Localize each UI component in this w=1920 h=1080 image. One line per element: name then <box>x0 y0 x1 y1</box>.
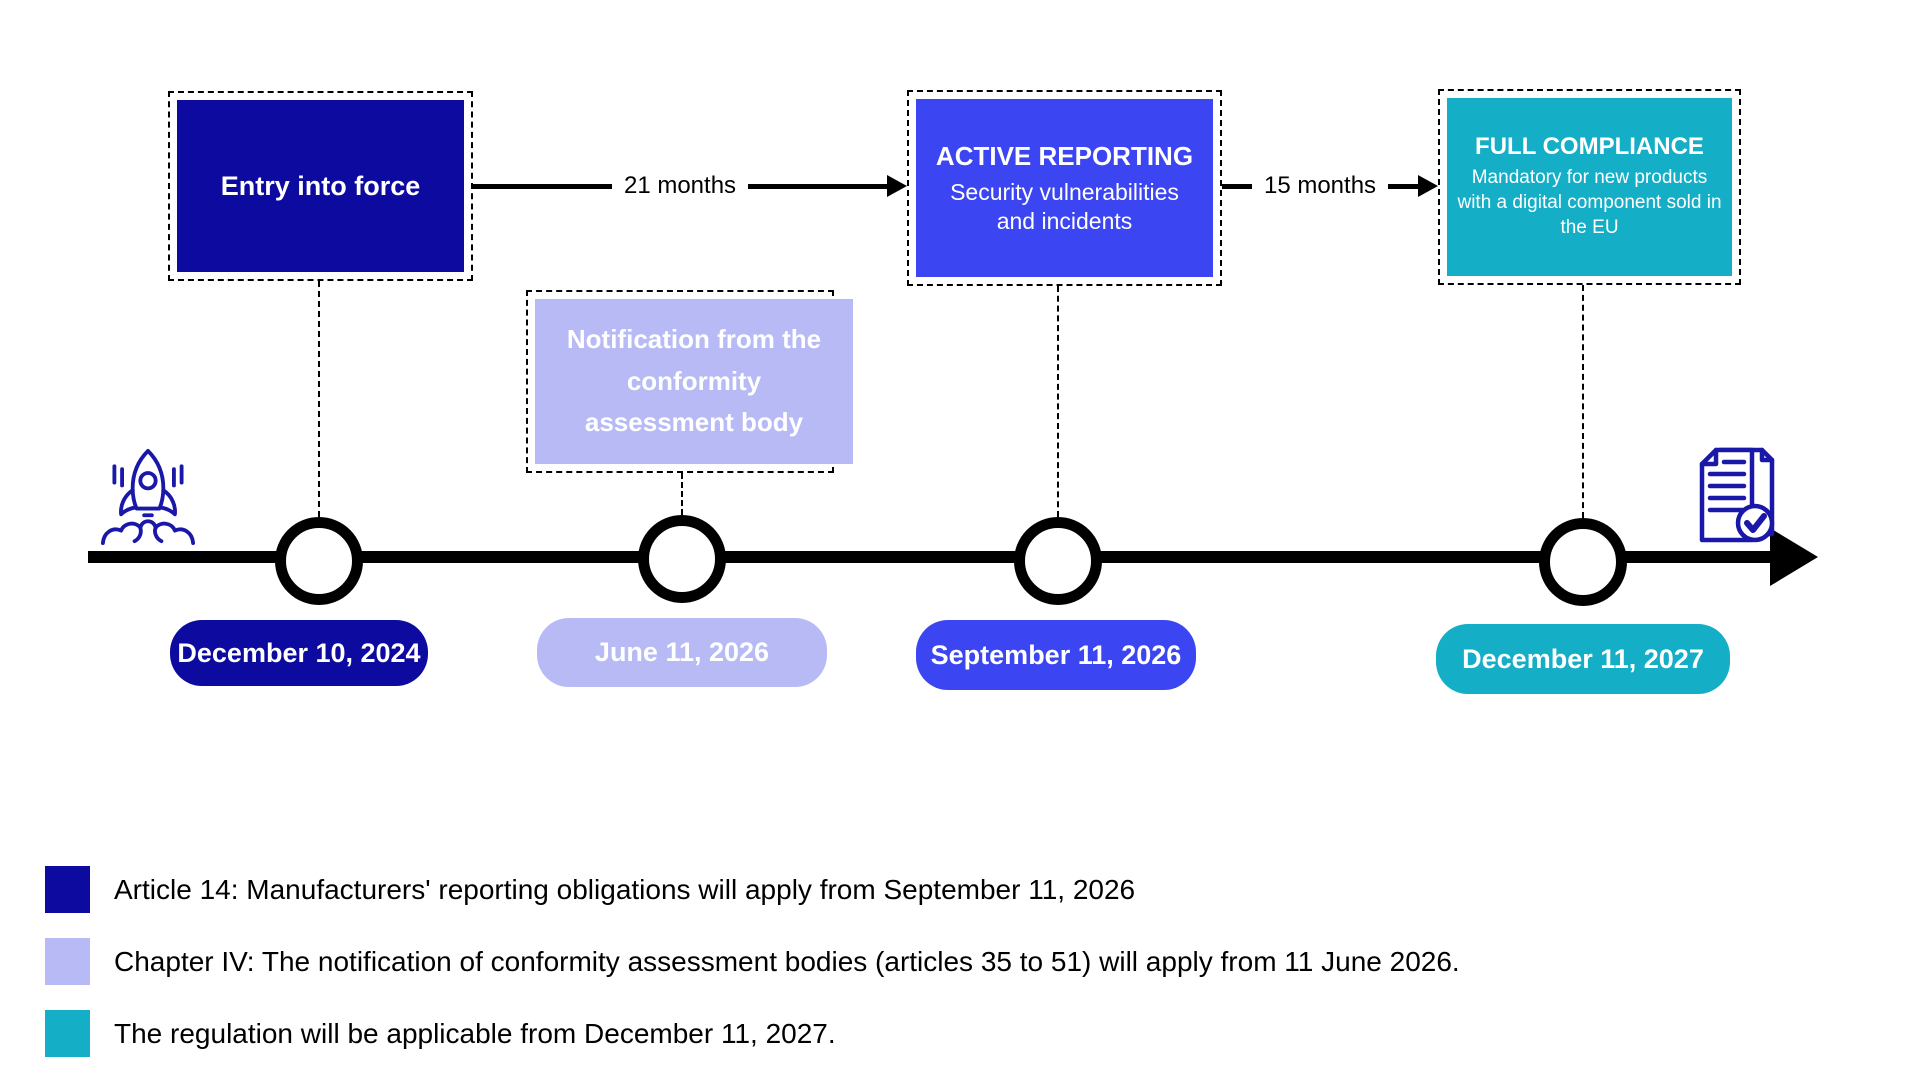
stage-box-entry-into-force: Entry into force <box>168 91 473 281</box>
interval-arrow-21-months: 21 months <box>473 169 908 203</box>
milestone-circle-dec-2027 <box>1539 518 1627 606</box>
stage-title-entry-into-force: Entry into force <box>220 170 421 201</box>
dashed-connector-notification <box>681 473 683 515</box>
legend-text-article-14: Article 14: Manufacturers' reporting obl… <box>114 873 1136 905</box>
stage-box-notification-fill: Notification from the conformity assessm… <box>535 299 853 464</box>
stage-title-conformity-notification: Notification from the conformity assessm… <box>566 324 822 438</box>
legend-item-regulation-applicable: The regulation will be applicable from D… <box>45 1010 836 1057</box>
stage-box-full-compliance: FULL COMPLIANCE Mandatory for new produc… <box>1438 89 1741 285</box>
stage-subtitle-active-reporting: Security vulnerabilities and incidents <box>950 178 1179 234</box>
dashed-connector-entry <box>318 281 320 517</box>
legend-text-regulation-applicable: The regulation will be applicable from D… <box>114 1017 836 1049</box>
interval-label-21-months: 21 months <box>623 172 737 199</box>
stage-box-conformity-notification: Notification from the conformity assessm… <box>526 290 853 473</box>
date-pill-entry-into-force: December 10, 2024 <box>170 620 428 686</box>
interval-line-segment <box>748 183 888 189</box>
milestone-circle-sep-2026 <box>1014 517 1102 605</box>
interval-line-segment <box>1222 183 1252 189</box>
interval-arrow-15-months: 15 months <box>1222 169 1439 203</box>
legend-text-chapter-iv: Chapter IV: The notification of conformi… <box>114 945 1460 977</box>
stage-box-active-reporting: ACTIVE REPORTING Security vulnerabilitie… <box>907 90 1222 286</box>
legend-item-article-14: Article 14: Manufacturers' reporting obl… <box>45 866 1135 913</box>
document-check-icon <box>1694 442 1780 550</box>
legend-swatch-teal <box>45 1010 90 1057</box>
stage-box-entry-fill: Entry into force <box>177 100 464 272</box>
stage-subtitle-full-compliance: Mandatory for new products with a digita… <box>1457 167 1722 238</box>
rocket-launch-icon <box>100 446 196 548</box>
date-pill-conformity-notification: June 11, 2026 <box>537 618 827 687</box>
timeline-axis <box>88 551 1778 563</box>
stage-box-active-reporting-fill: ACTIVE REPORTING Security vulnerabilitie… <box>916 99 1213 277</box>
interval-label-15-months: 15 months <box>1263 172 1377 199</box>
legend-swatch-periwinkle <box>45 938 90 985</box>
milestone-circle-jun-2026 <box>638 515 726 603</box>
legend-item-chapter-iv: Chapter IV: The notification of conformi… <box>45 938 1460 985</box>
date-pill-active-reporting: September 11, 2026 <box>916 620 1196 690</box>
stage-title-full-compliance: FULL COMPLIANCE <box>1475 133 1704 161</box>
legend-swatch-navy <box>45 866 90 913</box>
arrowhead-right-icon <box>887 175 908 197</box>
arrowhead-right-icon <box>1418 175 1439 197</box>
stage-box-full-compliance-fill: FULL COMPLIANCE Mandatory for new produc… <box>1447 98 1732 276</box>
dashed-connector-full-compliance <box>1582 285 1584 518</box>
date-pill-full-compliance: December 11, 2027 <box>1436 624 1730 694</box>
interval-line-segment <box>1388 183 1419 189</box>
milestone-circle-dec-2024 <box>275 517 363 605</box>
stage-title-active-reporting: ACTIVE REPORTING <box>935 140 1194 171</box>
dashed-connector-active-reporting <box>1057 286 1059 517</box>
timeline-arrowhead-icon <box>1770 528 1818 586</box>
interval-line-segment <box>473 183 612 189</box>
